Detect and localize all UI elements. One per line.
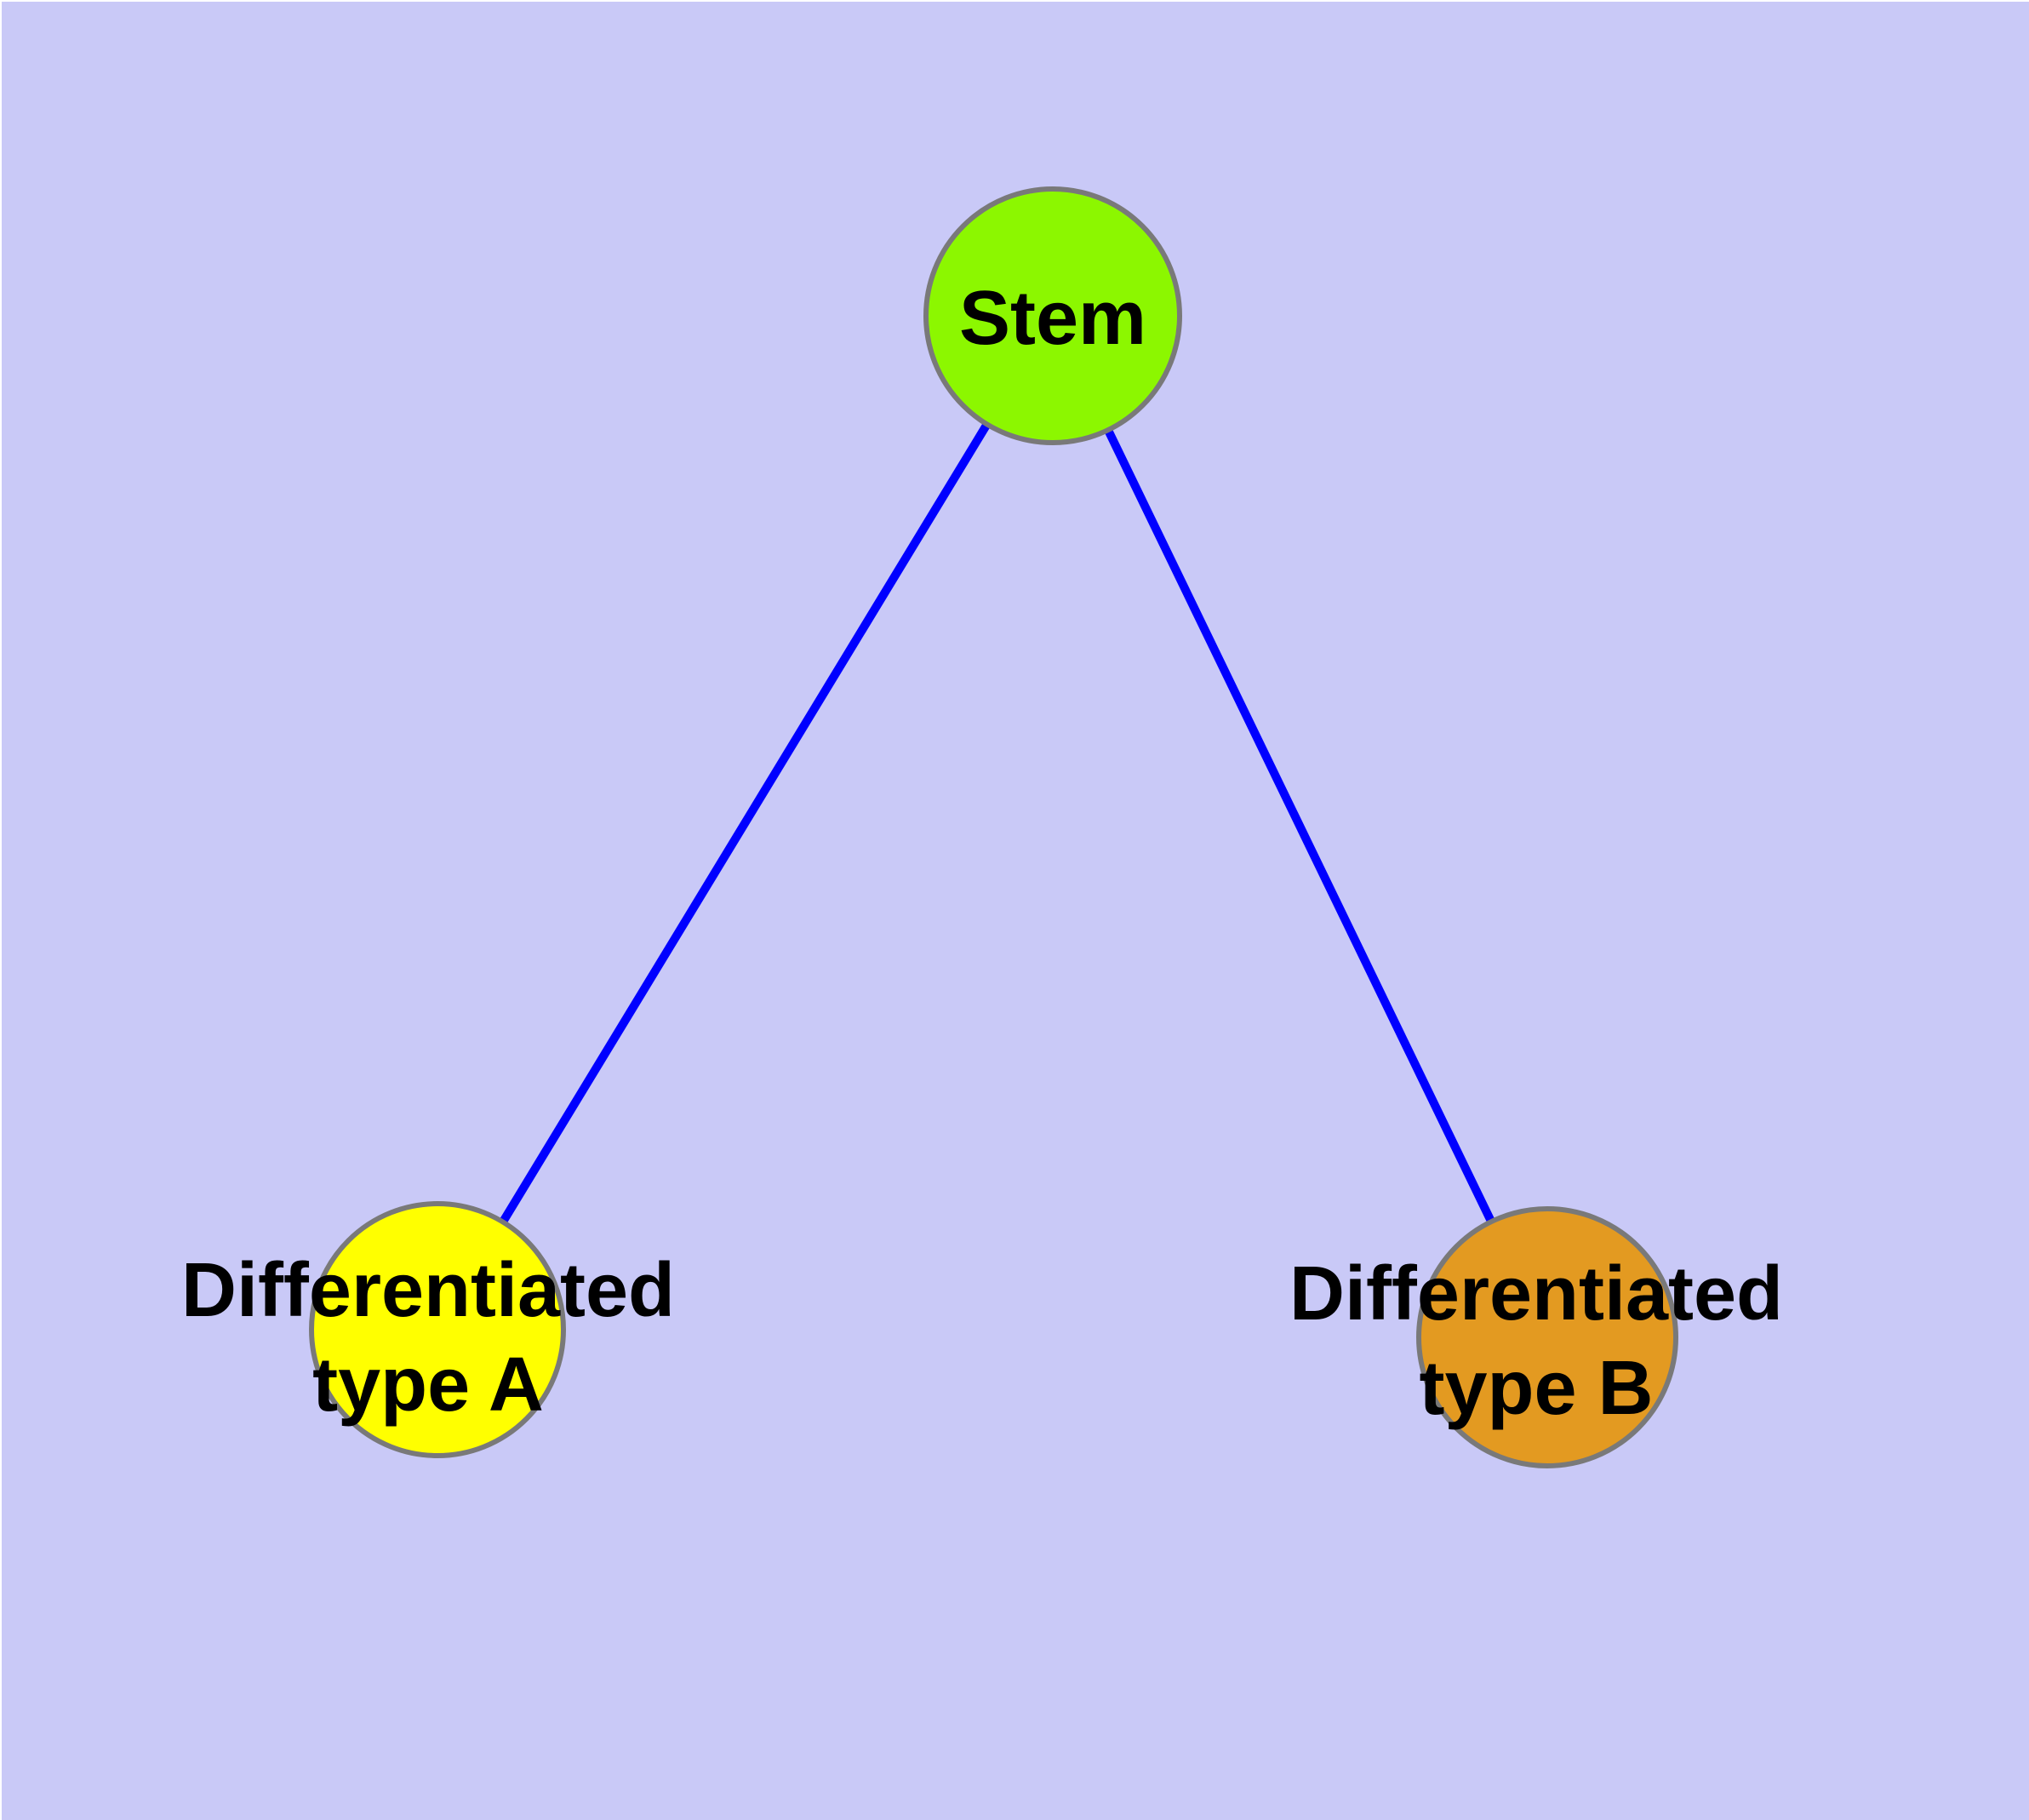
node-differentiated-type-b[interactable] (1416, 1206, 1678, 1468)
edge-stem-to-type-a (433, 313, 1057, 1332)
node-stem-label: Stem (959, 276, 1146, 361)
node-stem[interactable] (923, 186, 1182, 445)
node-type-a-label-line2: type A (312, 1342, 544, 1428)
node-type-b-label-line2: type B (1419, 1346, 1653, 1431)
edge-stem-to-type-b (1049, 313, 1552, 1340)
node-type-a-label-line1: Differentiated (181, 1248, 675, 1333)
node-type-b-label-line1: Differentiated (1289, 1251, 1783, 1336)
node-differentiated-type-a[interactable] (309, 1201, 566, 1458)
